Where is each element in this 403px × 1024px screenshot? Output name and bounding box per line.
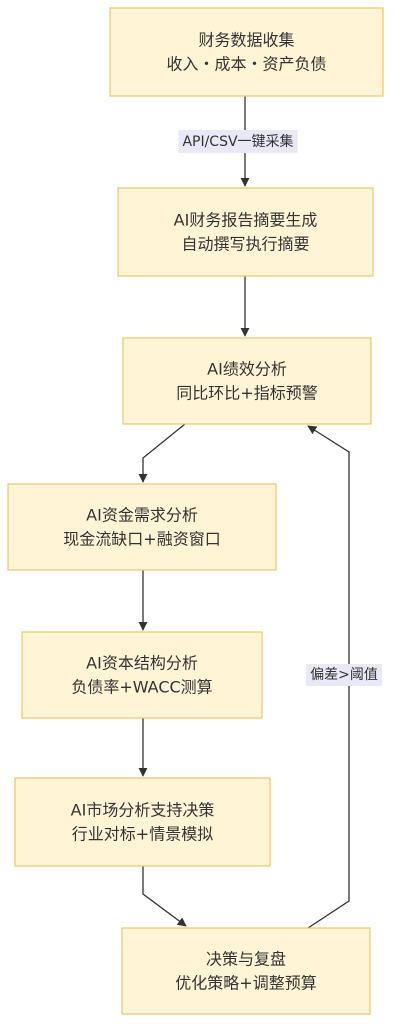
edge-label-decision-performance: 偏差>阈值 <box>306 664 382 686</box>
node-subtitle: 行业对标+情景模拟 <box>72 825 213 844</box>
node-box <box>21 631 263 719</box>
node-title: AI市场分析支持决策 <box>71 801 215 820</box>
node-title: AI财务报告摘要生成 <box>174 211 318 230</box>
edge-label-background <box>178 130 298 153</box>
node-subtitle: 优化策略+调整预算 <box>175 974 316 993</box>
node-box <box>121 927 371 1015</box>
edge-label-background <box>306 664 382 686</box>
node-subtitle: 收入・成本・资产负债 <box>166 55 326 74</box>
node-box <box>109 7 384 97</box>
node-title: AI绩效分析 <box>207 360 287 379</box>
node-box <box>117 187 374 277</box>
edge-label-text: API/CSV一键采集 <box>182 133 293 150</box>
node-box <box>7 483 277 571</box>
node-box <box>14 777 271 867</box>
node-title: 决策与复盘 <box>206 950 286 969</box>
node-box <box>122 337 372 425</box>
edge-label-collect-report: API/CSV一键采集 <box>178 130 298 153</box>
edge-label-text: 偏差>阈值 <box>310 667 378 683</box>
node-title: 财务数据收集 <box>198 31 294 50</box>
edge-market-decision <box>142 866 187 927</box>
node-subtitle: 自动撰写执行摘要 <box>181 235 309 254</box>
node-subtitle: 现金流缺口+融资窗口 <box>63 530 220 549</box>
node-title: AI资本结构分析 <box>86 654 198 673</box>
node-subtitle: 同比环比+指标预警 <box>176 384 317 403</box>
node-subtitle: 负债率+WACC测算 <box>71 678 212 697</box>
edge-performance-funding <box>138 423 186 483</box>
node-title: AI资金需求分析 <box>86 506 198 525</box>
